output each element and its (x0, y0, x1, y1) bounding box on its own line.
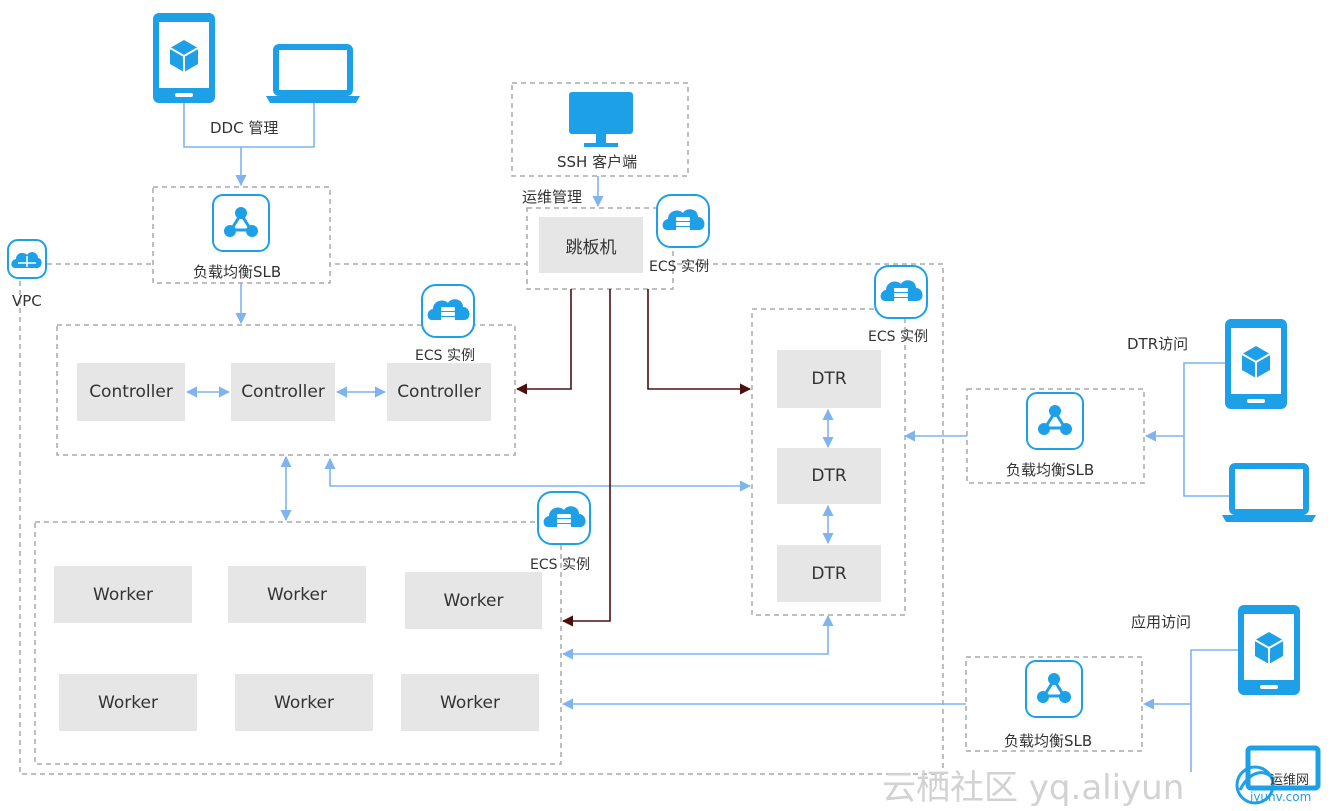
worker-node: Worker (235, 674, 373, 731)
watermark-text: 云栖社区 yq.aliyun (882, 768, 1185, 808)
controller-node: Controller (77, 363, 185, 421)
controller-dtr-arrow (324, 457, 752, 492)
worker-label: Worker (98, 692, 158, 713)
dtr-phone-icon (1224, 318, 1288, 410)
dtr-slb-icon (1025, 391, 1085, 451)
worker-node: Worker (54, 566, 192, 623)
jump-to-controller-arrow (515, 289, 572, 395)
worker-label: Worker (93, 584, 153, 605)
controller-label: Controller (397, 382, 481, 402)
dtr-node: DTR (777, 448, 881, 504)
watermark-badge-url: iyunv.com (1250, 790, 1312, 804)
ops-label: 运维管理 (522, 188, 583, 206)
worker-ecs-icon (537, 491, 591, 545)
controller-ecs-label: ECS 实例 (415, 348, 475, 364)
app-access-label: 应用访问 (1131, 613, 1192, 631)
ssh-monitor-icon (569, 92, 633, 147)
vpc-boundary (19, 263, 944, 775)
vpc-label: VPC (12, 292, 42, 310)
ddc-merge-line (183, 100, 315, 148)
jumpbox-node: 跳板机 (539, 217, 643, 273)
jump-to-dtr-arrow (647, 289, 752, 395)
ddc-slb-icon (211, 193, 271, 253)
ddc-label: DDC 管理 (210, 119, 279, 137)
app-phone-icon (1237, 604, 1301, 696)
controller-ecs-icon (421, 284, 475, 338)
app-slb-label: 负载均衡SLB (1004, 732, 1093, 750)
controller-node: Controller (231, 363, 335, 421)
dtr-access-label: DTR访问 (1127, 335, 1189, 353)
worker-ecs-label: ECS 实例 (530, 557, 590, 573)
ddc-phone-icon (152, 12, 216, 104)
jump-ecs-label: ECS 实例 (649, 259, 709, 275)
vpc-cloud-icon (7, 239, 47, 279)
worker-cluster (34, 521, 562, 765)
dtr-node: DTR (777, 350, 881, 408)
jump-ecs-icon (656, 194, 710, 248)
dtr-label: DTR (811, 466, 847, 486)
ddc-laptop-icon (266, 47, 360, 103)
worker-label: Worker (267, 584, 327, 605)
controller-cluster (56, 324, 516, 456)
ddc-slb-label: 负载均衡SLB (193, 263, 282, 281)
dtr-ecs-icon (874, 265, 928, 319)
worker-label: Worker (443, 590, 504, 611)
app-clients-merge-line (1190, 649, 1244, 772)
watermark-badge-name: 运维网 (1270, 773, 1310, 788)
jump-to-worker-arrow (561, 289, 611, 627)
dtr-node: DTR (777, 545, 881, 602)
jumpbox-label: 跳板机 (565, 237, 617, 258)
worker-node: Worker (405, 572, 542, 629)
controller-node: Controller (387, 363, 491, 421)
ssh-client-label: SSH 客户端 (557, 153, 638, 171)
worker-node: Worker (401, 674, 539, 731)
controller-label: Controller (89, 382, 173, 402)
dtr-ecs-label: ECS 实例 (868, 329, 928, 345)
dtr-slb-label: 负载均衡SLB (1006, 461, 1095, 479)
dtr-laptop-icon (1222, 466, 1316, 522)
worker-node: Worker (228, 566, 366, 623)
dtr-worker-arrow (561, 614, 834, 660)
controller-label: Controller (241, 382, 325, 402)
dtr-label: DTR (811, 369, 847, 389)
worker-label: Worker (440, 692, 500, 713)
worker-node: Worker (59, 674, 197, 731)
dtr-label: DTR (811, 563, 847, 584)
dtr-clients-merge-line (1183, 362, 1230, 497)
worker-label: Worker (274, 692, 334, 713)
app-slb-icon (1024, 659, 1084, 719)
watermark-badge-icon (1235, 765, 1276, 805)
